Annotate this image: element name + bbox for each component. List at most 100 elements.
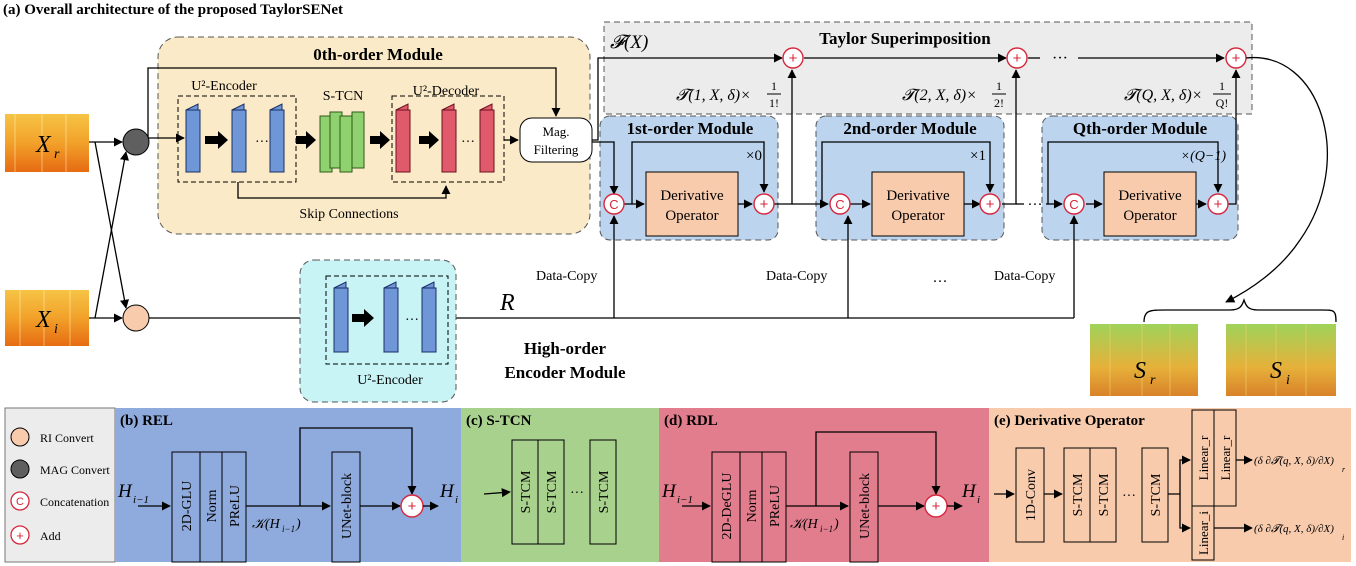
order-wiring <box>592 69 1241 209</box>
mag-filtering-label-1: Mag. <box>542 124 569 139</box>
svg-text:1: 1 <box>996 79 1002 93</box>
taylor-add-nodes: + + + <box>782 47 1247 69</box>
svg-text:X: X <box>35 307 52 333</box>
derivative-operator-diagram: 1D-Conv S-TCM S-TCM S-TCM ··· Linear_r L… <box>994 409 1346 561</box>
svg-text:i−1: i−1 <box>677 494 693 506</box>
order-module-q: Qth-order Module ×(Q−1) Derivative Opera… <box>1041 115 1239 241</box>
svg-text:Norm: Norm <box>745 490 760 523</box>
rdl-title: (d) RDL <box>664 413 718 429</box>
svg-text:C: C <box>1069 197 1078 212</box>
ri-convert-node <box>122 304 150 332</box>
svg-text:UNet-block: UNet-block <box>340 473 355 539</box>
svg-text:i: i <box>977 494 980 506</box>
svg-text:×(Q−1): ×(Q−1) <box>1181 149 1227 164</box>
svg-text:×0: ×0 <box>746 148 762 164</box>
rdl-panel <box>659 408 989 562</box>
tq-term: 𝓣(Q, X, δ)× <box>1124 87 1202 104</box>
zeroth-decoder-label: U²-Decoder <box>413 84 480 99</box>
zeroth-order-title: 0th-order Module <box>313 45 443 64</box>
high-encoder-dots: ··· <box>405 313 419 328</box>
r-label: R <box>499 290 515 316</box>
input-spectrogram-xr: X r <box>5 114 89 172</box>
high-encoder-label: U²-Encoder <box>357 373 423 388</box>
svg-text:PReLU: PReLU <box>228 485 243 527</box>
high-encoder-arrow <box>352 309 374 327</box>
svg-text:𝒦(H: 𝒦(H <box>790 517 819 532</box>
svg-text:+: + <box>16 528 24 543</box>
svg-text:+: + <box>408 498 417 515</box>
svg-text:Norm: Norm <box>205 490 220 523</box>
figure-caption: (a) Overall architecture of the proposed… <box>3 2 343 18</box>
svg-text:S: S <box>1270 358 1282 384</box>
svg-text:H: H <box>961 481 977 502</box>
svg-text:Linear_r: Linear_r <box>1196 435 1211 480</box>
svg-text:H: H <box>661 481 677 502</box>
svg-text:···: ··· <box>1122 489 1136 504</box>
svg-text:+: + <box>932 498 941 515</box>
svg-text:S-TCM: S-TCM <box>1071 473 1086 516</box>
svg-text:UNet-block: UNet-block <box>858 473 873 539</box>
svg-text:+: + <box>1013 50 1022 67</box>
stcn-panel <box>461 408 659 562</box>
svg-text:2D-GLU: 2D-GLU <box>180 481 195 532</box>
svg-text:Q!: Q! <box>1216 96 1229 110</box>
zeroth-encoder-label: U²-Encoder <box>191 79 257 94</box>
svg-text:+: + <box>1214 196 1223 213</box>
svg-text:Operator: Operator <box>891 208 944 224</box>
svg-text:Operator: Operator <box>1123 208 1176 224</box>
encoder-blocks <box>185 103 285 173</box>
svg-text:2!: 2! <box>994 96 1004 110</box>
svg-text:1D-Conv: 1D-Conv <box>1024 469 1039 521</box>
svg-text:1!: 1! <box>769 96 779 110</box>
data-copy-2: Data-Copy <box>766 269 827 284</box>
svg-text:i−1: i−1 <box>282 524 295 534</box>
taylor-superimposition-box <box>603 21 1253 115</box>
svg-text:i: i <box>1342 533 1344 542</box>
svg-text:2nd-order Module: 2nd-order Module <box>843 119 977 138</box>
stcn-label: S-TCN <box>323 89 363 104</box>
derivative-operator-title: (e) Derivative Operator <box>994 413 1145 429</box>
high-order-title-1: High-order <box>524 339 607 358</box>
svg-text:r: r <box>1150 373 1156 388</box>
svg-text:+: + <box>760 196 769 213</box>
sum-dots: ··· <box>1052 50 1068 67</box>
decoder-blocks <box>395 103 495 173</box>
svg-text:H: H <box>439 481 455 502</box>
output-brace <box>1143 297 1337 323</box>
svg-text:Derivative: Derivative <box>660 188 724 204</box>
svg-text:X: X <box>35 132 52 158</box>
rel-panel <box>115 408 461 562</box>
high-encoder-blocks <box>333 281 437 353</box>
svg-text:S-TCM: S-TCM <box>519 470 534 513</box>
svg-text:Concatenation: Concatenation <box>40 495 109 509</box>
svg-text:i: i <box>455 494 458 506</box>
svg-text:S: S <box>1134 358 1146 384</box>
svg-text:H: H <box>117 481 133 502</box>
order-module-1: 1st-order Module ×0 Derivative Operator <box>599 115 779 241</box>
svg-text:Qth-order Module: Qth-order Module <box>1073 119 1208 138</box>
svg-text:r: r <box>54 147 60 162</box>
order-dots: ··· <box>1028 197 1043 213</box>
svg-text:C: C <box>16 496 24 508</box>
svg-text:Operator: Operator <box>665 208 718 224</box>
svg-text:×1: ×1 <box>970 148 986 164</box>
svg-text:i: i <box>1286 373 1290 388</box>
stcn-diagram: S-TCM S-TCM S-TCM ··· <box>483 439 617 545</box>
order-nodes: C + C + C + <box>603 193 1229 215</box>
svg-text:i−1: i−1 <box>133 494 149 506</box>
input-spectrogram-xi: X i <box>5 290 89 346</box>
svg-text:Linear_i: Linear_i <box>1196 511 1211 555</box>
svg-text:S-TCM: S-TCM <box>1097 473 1112 516</box>
svg-text:+: + <box>986 196 995 213</box>
svg-text:Linear_r: Linear_r <box>1218 435 1233 480</box>
svg-text:(δ ∂𝓣(q, X, δ)/∂X): (δ ∂𝓣(q, X, δ)/∂X) <box>1254 523 1334 535</box>
svg-text:S-TCM: S-TCM <box>545 470 560 513</box>
high-encoder-frame <box>325 275 449 365</box>
data-copy-dots: ··· <box>933 274 948 290</box>
svg-text:+: + <box>789 50 798 67</box>
svg-text:PReLU: PReLU <box>768 485 783 527</box>
svg-text:(δ ∂𝓣(q, X, δ)/∂X): (δ ∂𝓣(q, X, δ)/∂X) <box>1254 455 1334 467</box>
mag-filtering-label-2: Filtering <box>534 142 579 157</box>
